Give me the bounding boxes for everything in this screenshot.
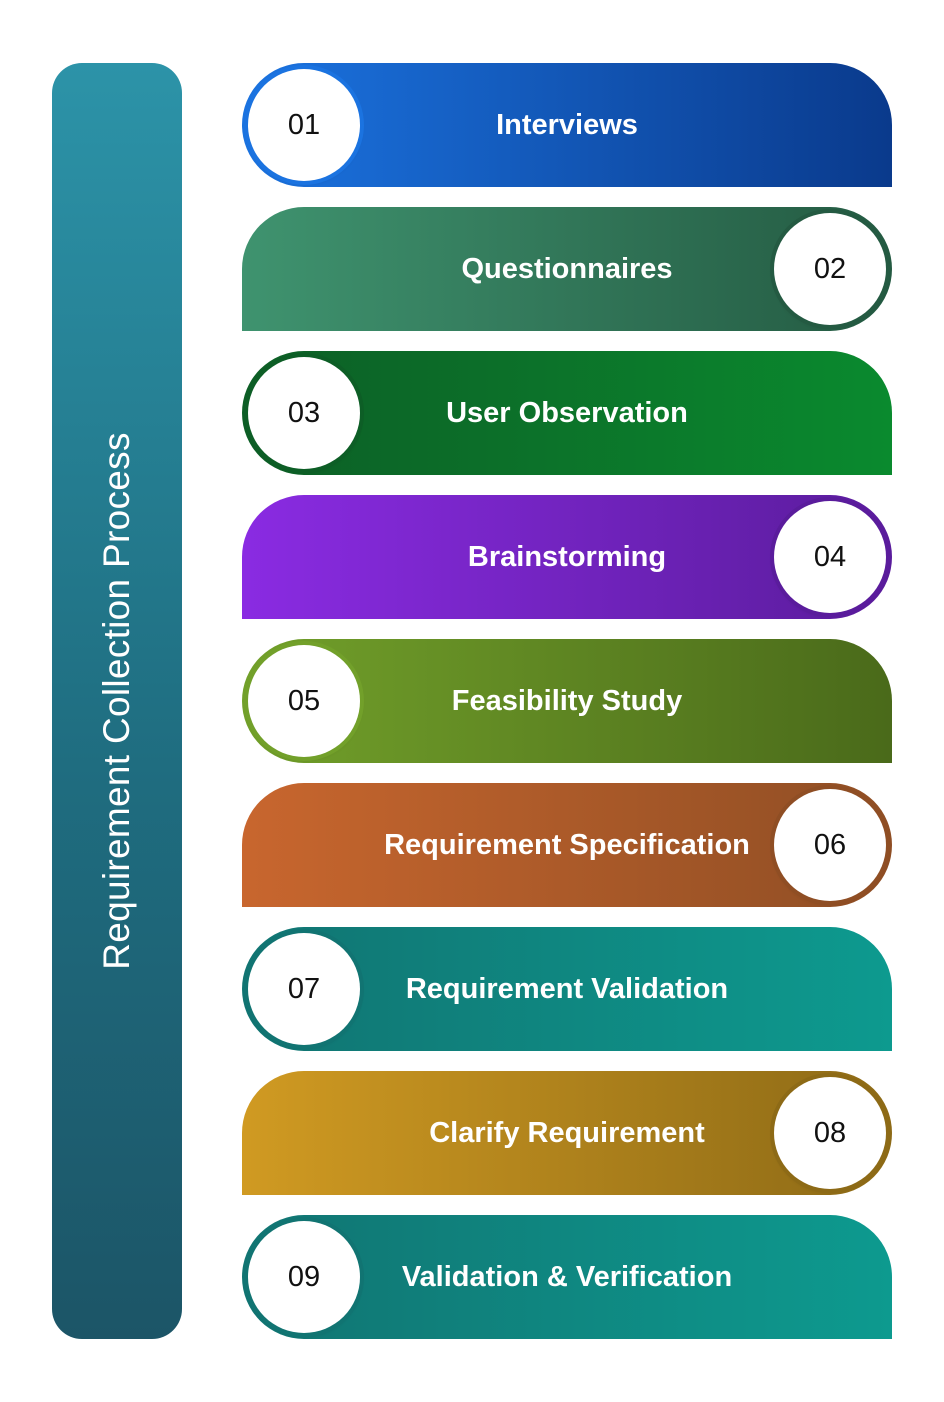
step-number: 08 (774, 1077, 886, 1189)
step-number: 07 (248, 933, 360, 1045)
step-number: 01 (248, 69, 360, 181)
step-number: 06 (774, 789, 886, 901)
step-label: Questionnaires (461, 253, 673, 285)
step-number: 02 (774, 213, 886, 325)
step-3: User Observation 03 (242, 351, 892, 475)
process-title: Requirement Collection Process (96, 432, 137, 970)
step-label: Interviews (496, 109, 638, 141)
step-6: Requirement Specification 06 (242, 783, 892, 907)
step-label: Clarify Requirement (429, 1117, 705, 1149)
step-1: Interviews 01 (242, 63, 892, 187)
step-label: Requirement Validation (405, 973, 729, 1005)
step-8: Clarify Requirement 08 (242, 1071, 892, 1195)
step-number: 03 (248, 357, 360, 469)
step-number: 04 (774, 501, 886, 613)
step-9: Validation & Verification 09 (242, 1215, 892, 1339)
step-5: Feasibility Study 05 (242, 639, 892, 763)
step-4: Brainstorming 04 (242, 495, 892, 619)
step-label: Brainstorming (467, 541, 667, 573)
title-bar: Requirement Collection Process (52, 63, 182, 1339)
step-2: Questionnaires 02 (242, 207, 892, 331)
step-7: Requirement Validation 07 (242, 927, 892, 1051)
step-number: 05 (248, 645, 360, 757)
step-label: Validation & Verification (401, 1261, 733, 1293)
step-label: User Observation (446, 397, 688, 429)
step-label: Requirement Specification (384, 829, 750, 861)
step-label: Feasibility Study (451, 685, 683, 717)
step-number: 09 (248, 1221, 360, 1333)
